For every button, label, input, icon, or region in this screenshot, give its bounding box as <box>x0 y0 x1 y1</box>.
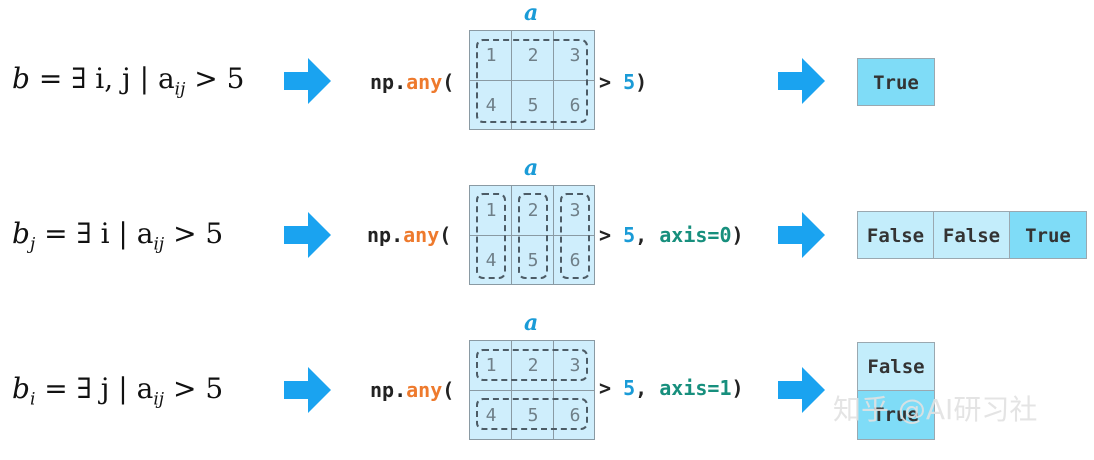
code-close-paren: ) <box>731 223 744 247</box>
row-any-axis0: bj = ∃ i | aij > 5 np.any( a 1 2 3 4 5 6… <box>0 155 1094 305</box>
code-expression-right: > 5) <box>599 70 647 94</box>
matrix-cell: 1 <box>485 200 497 221</box>
result-cell: False <box>857 342 935 391</box>
code-expression-left: np.any( <box>370 378 454 402</box>
code-expression-right: > 5, axis=0) <box>599 223 744 247</box>
group-outline <box>476 39 588 123</box>
formula-lhs: b <box>12 217 30 250</box>
group-outline <box>476 398 588 430</box>
watermark: 知乎 @AI研习社 <box>833 393 1038 426</box>
group-outline <box>476 193 506 279</box>
matrix-a: 1 2 3 4 5 6 <box>469 185 595 285</box>
formula: b = ∃ i, j | aij > 5 <box>12 62 244 100</box>
matrix-cell: 3 <box>569 355 581 376</box>
matrix-label: a <box>524 0 539 26</box>
matrix-cell: 2 <box>527 200 539 221</box>
arrow-icon <box>778 367 825 413</box>
matrix-cell: 3 <box>569 200 581 221</box>
code-func: any <box>406 70 443 94</box>
code-prefix: np. <box>367 223 404 247</box>
code-gt: > <box>599 376 624 400</box>
matrix-cell: 5 <box>527 250 539 271</box>
code-threshold: 5 <box>623 223 636 247</box>
matrix-cell: 3 <box>569 45 581 66</box>
matrix-a: 1 2 3 4 5 6 <box>469 340 595 440</box>
matrix-cell: 5 <box>527 405 539 426</box>
code-expression-right: > 5, axis=1) <box>599 376 744 400</box>
matrix-cell: 6 <box>569 405 581 426</box>
code-comma: , <box>635 223 660 247</box>
row-any-axis1: bi = ∃ j | aij > 5 np.any( a 1 2 3 4 5 6… <box>0 310 1094 460</box>
group-outline <box>476 349 588 381</box>
matrix-cell: 5 <box>527 95 539 116</box>
formula-body: = ∃ j | a <box>35 372 154 405</box>
matrix-label: a <box>524 310 539 336</box>
group-outline <box>560 193 590 279</box>
code-axis: axis=0 <box>659 223 732 247</box>
result-cell: True <box>1009 211 1087 259</box>
code-prefix: np. <box>370 378 407 402</box>
matrix-cell: 2 <box>527 355 539 376</box>
formula: bj = ∃ i | aij > 5 <box>12 217 223 255</box>
matrix-cell: 2 <box>527 45 539 66</box>
code-prefix: np. <box>370 70 407 94</box>
formula-body: = ∃ i | a <box>35 217 154 250</box>
matrix-cell: 6 <box>569 95 581 116</box>
code-threshold: 5 <box>623 376 636 400</box>
code-expression-left: np.any( <box>367 223 451 247</box>
code-axis: axis=1 <box>659 376 732 400</box>
group-outline <box>518 193 548 279</box>
matrix-label: a <box>524 155 539 181</box>
formula-tail: > 5 <box>185 62 245 95</box>
matrix-cell: 1 <box>485 355 497 376</box>
formula-sub: ij <box>153 389 165 410</box>
code-threshold: 5 <box>623 70 636 94</box>
result-cell: True <box>857 390 935 440</box>
code-gt: > <box>599 223 624 247</box>
formula-sub: ij <box>153 234 165 255</box>
formula-body: = ∃ i, j | a <box>29 62 175 95</box>
code-comma: , <box>635 376 660 400</box>
matrix-cell: 4 <box>485 405 497 426</box>
arrow-icon <box>284 58 331 104</box>
code-close-paren: ) <box>731 376 744 400</box>
arrow-icon <box>778 58 825 104</box>
matrix-cell: 4 <box>485 250 497 271</box>
code-open-paren: ( <box>442 70 455 94</box>
result-cell: False <box>933 211 1010 259</box>
formula: bi = ∃ j | aij > 5 <box>12 372 223 410</box>
formula-lhs: b <box>12 372 30 405</box>
formula-tail: > 5 <box>164 217 224 250</box>
code-expression-left: np.any( <box>370 70 454 94</box>
row-any-all: b = ∃ i, j | aij > 5 np.any( a 1 2 3 4 5… <box>0 0 1094 150</box>
formula-tail: > 5 <box>164 372 224 405</box>
result-cell: False <box>857 211 934 259</box>
formula-lhs-sub: j <box>29 234 36 255</box>
code-func: any <box>403 223 440 247</box>
matrix-cell: 4 <box>485 95 497 116</box>
code-gt: > <box>599 70 624 94</box>
arrow-icon <box>284 212 331 258</box>
code-open-paren: ( <box>442 378 455 402</box>
matrix-cell: 6 <box>569 250 581 271</box>
code-close-paren: ) <box>635 70 648 94</box>
matrix-cell: 1 <box>485 45 497 66</box>
formula-sub: ij <box>174 79 186 100</box>
matrix-a: 1 2 3 4 5 6 <box>469 30 595 130</box>
arrow-icon <box>778 212 825 258</box>
result-cell: True <box>857 58 935 106</box>
arrow-icon <box>284 367 331 413</box>
formula-lhs-sub: i <box>29 389 36 410</box>
code-func: any <box>406 378 443 402</box>
formula-lhs: b <box>12 62 30 95</box>
code-open-paren: ( <box>439 223 452 247</box>
